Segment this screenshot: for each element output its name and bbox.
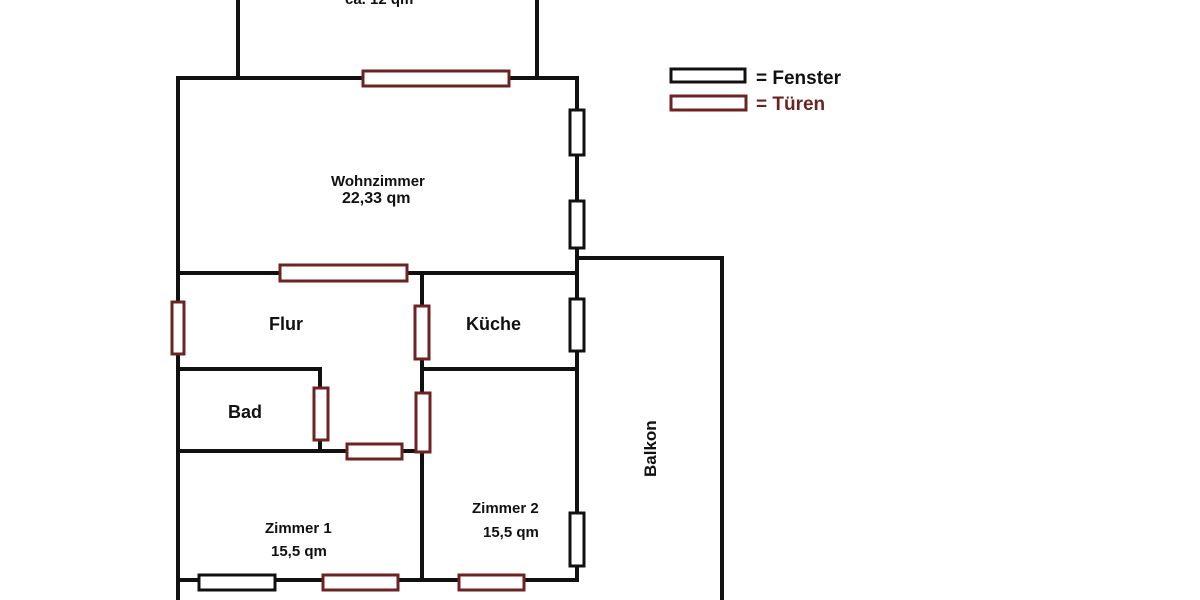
zimmer2-label: Zimmer 2: [472, 500, 539, 517]
kueche-label: Küche: [466, 314, 521, 334]
doors: [170, 69, 526, 592]
window-wohnzimmer-right-upper: [568, 108, 586, 157]
zimmer2-area-label: 15,5 qm: [483, 524, 539, 541]
door-zimmer1-bottom: [321, 573, 400, 592]
door-zimmer2-bottom: [457, 573, 526, 592]
balkon-label: Balkon: [641, 420, 660, 477]
window-kueche: [568, 297, 586, 353]
walls: [176, 76, 724, 600]
window-wohnzimmer-right-lower: [568, 199, 586, 250]
wohnzimmer-label: Wohnzimmer: [331, 173, 425, 190]
zimmer1-label: Zimmer 1: [265, 520, 332, 537]
legend-door-swatch: [669, 94, 748, 112]
bad-label: Bad: [228, 402, 262, 422]
legend-window-label: = Fenster: [756, 68, 842, 89]
door-balcony-top: [361, 69, 511, 88]
window-zimmer1: [197, 573, 277, 592]
windows: [197, 108, 586, 592]
zimmer1-area-label: 15,5 qm: [271, 543, 327, 560]
door-bad: [312, 386, 330, 442]
legend-door-label: = Türen: [756, 94, 825, 115]
door-entrance: [170, 300, 186, 356]
wohnzimmer-area-label: 22,33 qm: [342, 190, 410, 207]
legend: = Fenster = Türen: [669, 67, 842, 115]
top-room-area-label: ca. 12 qm: [345, 0, 413, 8]
door-kueche: [413, 304, 431, 361]
flur-label: Flur: [269, 314, 303, 334]
door-zimmer2-side: [414, 391, 432, 454]
legend-window-swatch: [669, 67, 747, 84]
window-zimmer2: [568, 511, 586, 568]
room-labels: Wohnzimmer 22,33 qm Flur Küche Bad Zimme…: [228, 173, 660, 560]
top-room: ca. 12 qm: [236, 0, 539, 80]
door-zimmer1-top: [345, 442, 404, 461]
door-wohnzimmer: [278, 263, 409, 283]
